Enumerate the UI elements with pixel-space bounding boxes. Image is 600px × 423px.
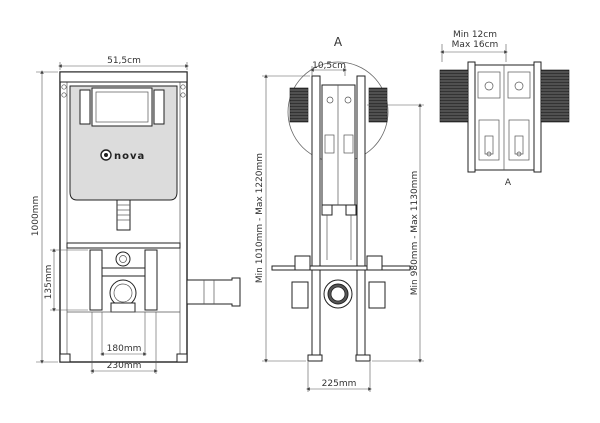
detail-right-upright [533, 61, 542, 173]
front-view: nova [59, 71, 241, 363]
width-label: 51,5cm [107, 56, 141, 66]
inner-width-label: 180mm [107, 344, 142, 354]
bottom-width-label: 225mm [322, 379, 357, 389]
front-top-bracket [59, 71, 188, 83]
side-pipe [186, 277, 241, 307]
brand-logo: nova [114, 151, 145, 162]
min-label: Min 12cm [453, 30, 497, 40]
front-crossbar [66, 242, 181, 249]
section-label: A [334, 35, 343, 49]
side-right-upright [356, 75, 366, 362]
right-support [144, 249, 158, 311]
outer-width-label: 230mm [107, 361, 142, 371]
left-support [89, 249, 103, 311]
max-label: Max 16cm [452, 40, 499, 50]
top-width-label: 10,5cm [312, 61, 346, 71]
side-left-upright [311, 75, 321, 362]
height-label: 1000mm [31, 196, 41, 236]
front-dimensions: 51,5cm 1000mm 135mm 180mm 230mm [31, 56, 189, 374]
side-dimensions: 10,5cm Min 1010mm - Max 1220mm Min 980mm… [255, 61, 424, 392]
water-inlet-icon [115, 251, 131, 267]
side-wall-hatch-left [289, 87, 309, 123]
detail-label: A [505, 178, 512, 188]
detail-left-upright [467, 61, 476, 173]
left-height-label: Min 1010mm - Max 1220mm [255, 153, 265, 283]
side-view: A [271, 35, 411, 362]
outlet-height-label: 135mm [44, 265, 54, 300]
detail-view: Min 12cm Max 16cm A [439, 30, 570, 188]
side-plate [271, 265, 411, 271]
right-height-label: Min 980mm - Max 1130mm [410, 171, 420, 295]
side-cistern [321, 84, 356, 206]
service-opening [91, 87, 153, 127]
